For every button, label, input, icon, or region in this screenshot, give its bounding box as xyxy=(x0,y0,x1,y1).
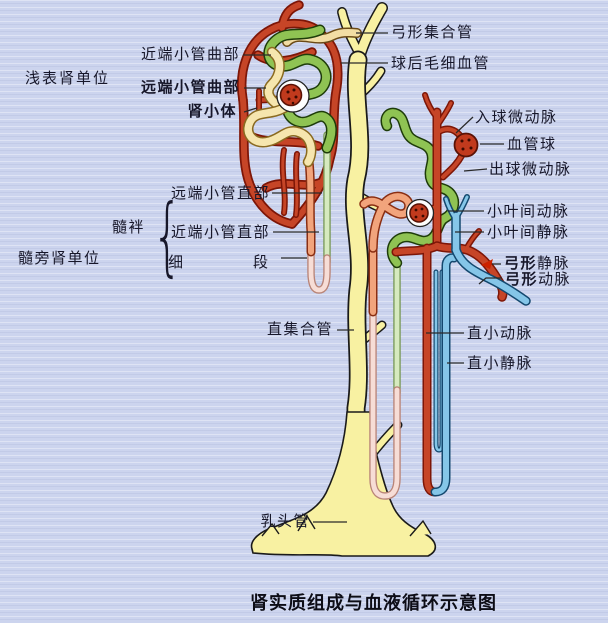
label-interlobular-artery: 小叶间动脉 xyxy=(487,204,570,220)
label-afferent-arteriole: 入球微动脉 xyxy=(475,110,558,126)
label-vasa-recta-venule: 直小静脉 xyxy=(467,356,534,372)
proximal-convoluted-tubule-shape xyxy=(243,46,317,168)
flow-arrow xyxy=(481,259,493,269)
thin-segment-char2: 段 xyxy=(252,255,268,271)
papillary-duct-shape xyxy=(250,411,437,557)
juxtamedullary-distal-tubule xyxy=(380,107,460,269)
label-papillary-duct: 乳头管 xyxy=(260,514,310,530)
medullary-loop-brace: { xyxy=(152,186,183,286)
label-interlobular-vein: 小叶间静脉 xyxy=(487,225,570,241)
label-distal-convoluted-tubule: 远端小管曲部 xyxy=(140,80,240,96)
arcuate-artery-bold-part: 弓形 xyxy=(505,272,539,288)
pointer-lines xyxy=(243,32,504,523)
label-distal-straight-tubule: 远端小管直部 xyxy=(170,186,270,202)
glomerulus-ball xyxy=(453,132,479,158)
label-proximal-straight-tubule: 近端小管直部 xyxy=(170,225,270,241)
label-efferent-arteriole: 出球微动脉 xyxy=(489,162,572,178)
label-renal-corpuscle: 肾小体 xyxy=(187,104,237,120)
label-vasa-recta-arteriole: 直小动脉 xyxy=(467,326,534,342)
label-proximal-convoluted-tubule: 近端小管曲部 xyxy=(140,47,240,63)
juxtamedullary-proximal-convoluted xyxy=(359,191,414,253)
label-juxtamedullary-nephron: 髓旁肾单位 xyxy=(18,251,101,267)
arcuate-vein-rest: 静脉 xyxy=(537,256,571,272)
arcuate-artery-rest: 动脉 xyxy=(538,272,572,288)
veins-shape xyxy=(430,194,531,497)
label-straight-collecting-duct: 直集合管 xyxy=(266,322,333,338)
juxtamedullary-loop-of-henle xyxy=(368,241,401,500)
label-superficial-nephron: 浅表肾单位 xyxy=(25,71,111,87)
renal-corpuscle-juxtamedullary xyxy=(405,198,435,228)
renal-corpuscle-superficial xyxy=(276,79,310,113)
label-arcuate-vein: 弓形静脉 xyxy=(504,256,570,273)
thin-segment-char1: 细 xyxy=(168,255,184,271)
label-postglomerular-capillaries: 球后毛细血管 xyxy=(391,56,491,72)
peritubular-capillary-network xyxy=(237,0,343,229)
label-arcuate-artery: 弓形动脉 xyxy=(505,272,571,289)
label-medullary-loop: 髓袢 xyxy=(111,220,145,236)
label-thin-segment: 细 段 xyxy=(168,251,268,272)
label-glomerulus: 血管球 xyxy=(507,137,557,153)
arcuate-vein-bold-part: 弓形 xyxy=(504,256,538,272)
label-arcuate-collecting-duct: 弓形集合管 xyxy=(391,25,474,41)
diagram-title: 肾实质组成与血液循环示意图 xyxy=(250,593,497,613)
